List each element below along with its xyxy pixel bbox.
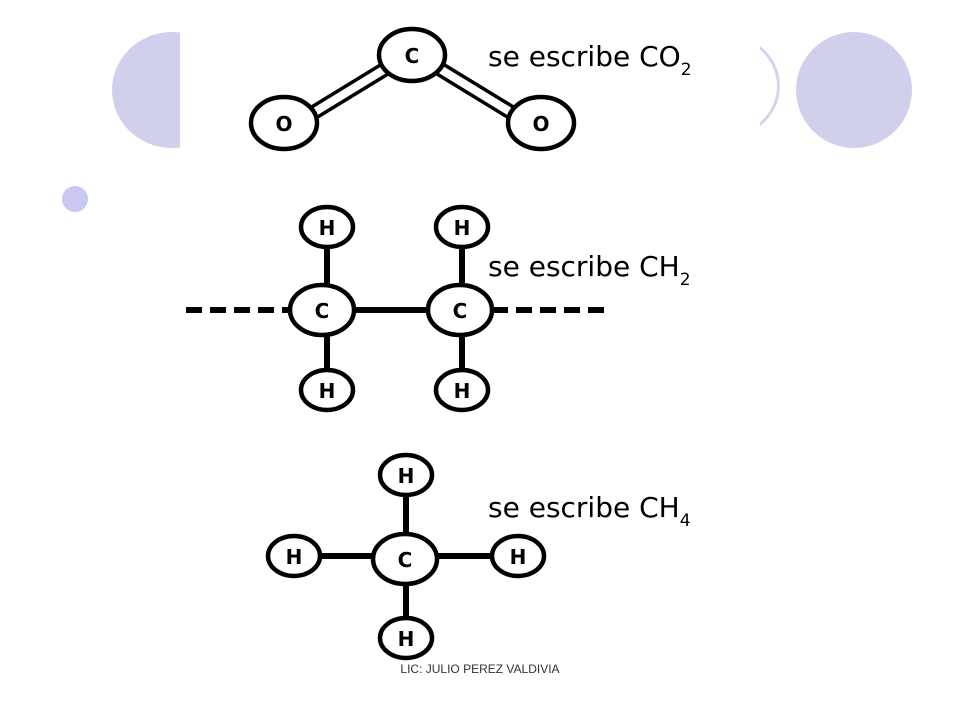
- atom-hydrogen-bottom-right: H: [433, 367, 491, 413]
- molecule-ch4: H H C H H se escribe CH4: [265, 452, 691, 661]
- atom-carbon-right: C: [425, 282, 495, 338]
- atom-hydrogen-top-right: H: [433, 204, 491, 250]
- caption-ch4: se escribe CH4: [488, 491, 691, 531]
- caption-co2: se escribe CO2: [488, 40, 692, 80]
- bond-double-right-b: [436, 72, 510, 120]
- svg-text:H: H: [319, 216, 336, 240]
- svg-text:C: C: [398, 548, 413, 572]
- bond-double-left-b: [315, 72, 389, 120]
- svg-text:C: C: [453, 299, 468, 323]
- svg-text:H: H: [398, 627, 415, 651]
- atom-hydrogen-bottom-left: H: [298, 367, 356, 413]
- svg-text:O: O: [275, 112, 292, 136]
- bond-double-left-a: [309, 62, 383, 110]
- decorative-circle-right: [796, 32, 912, 148]
- footer-author: LIC: JULIO PEREZ VALDIVIA: [400, 662, 560, 676]
- atom-oxygen-left: O: [248, 94, 320, 152]
- bond-double-right-a: [442, 62, 516, 110]
- atom-carbon-left: C: [287, 282, 357, 338]
- atom-hydrogen-left: H: [265, 533, 323, 579]
- atom-hydrogen-right: H: [489, 533, 547, 579]
- atom-oxygen-right: O: [505, 94, 577, 152]
- svg-text:H: H: [286, 545, 303, 569]
- bullet-dot: [62, 186, 88, 212]
- svg-text:O: O: [532, 112, 549, 136]
- svg-text:H: H: [454, 379, 471, 403]
- svg-text:C: C: [405, 44, 420, 68]
- svg-text:H: H: [510, 545, 527, 569]
- atom-carbon: C: [376, 26, 448, 84]
- svg-text:H: H: [454, 216, 471, 240]
- caption-ch2: se escribe CH2: [488, 250, 691, 290]
- molecule-ch2: H H C C H H se escribe CH2: [186, 204, 691, 413]
- atom-hydrogen-top-left: H: [298, 204, 356, 250]
- atom-hydrogen-top: H: [377, 452, 435, 498]
- molecule-co2: C O O se escribe CO2: [248, 26, 692, 152]
- svg-text:H: H: [398, 464, 415, 488]
- atom-hydrogen-bottom: H: [377, 615, 435, 661]
- svg-text:H: H: [319, 379, 336, 403]
- svg-text:C: C: [315, 299, 330, 323]
- atom-carbon: C: [370, 531, 440, 587]
